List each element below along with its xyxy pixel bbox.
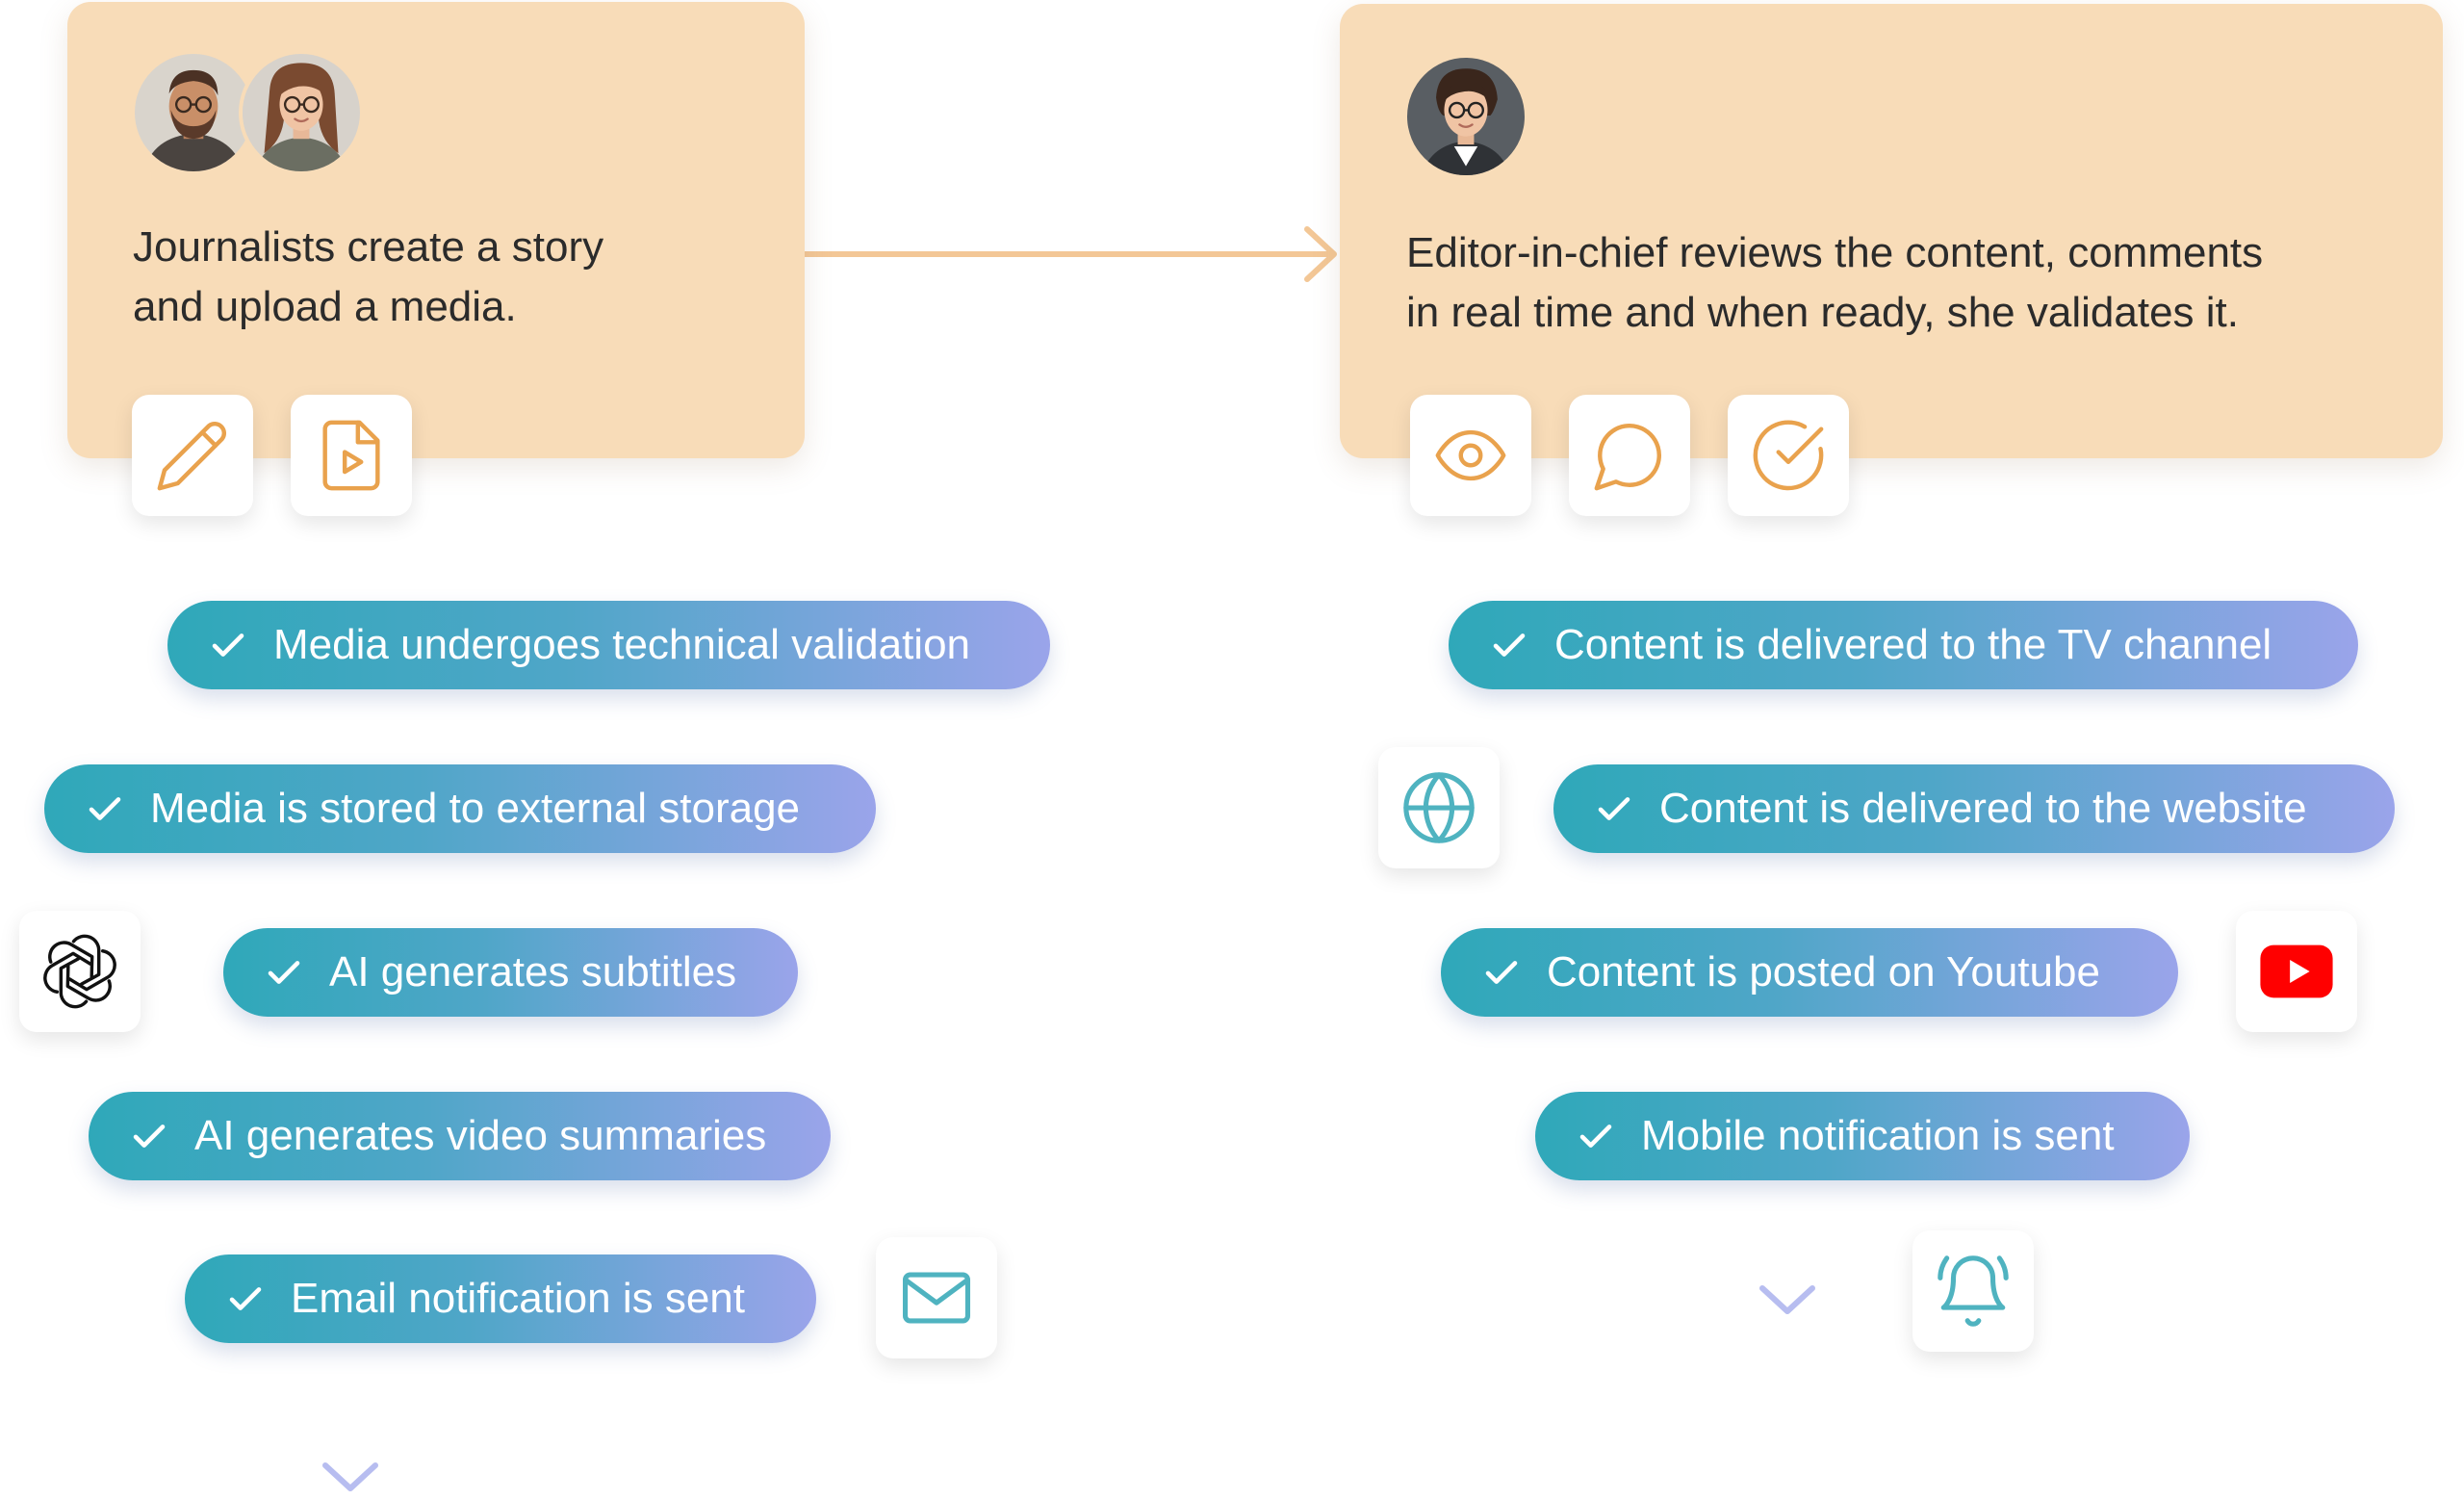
youtube-badge — [2236, 911, 2357, 1032]
step-label: Media is stored to external storage — [150, 785, 801, 832]
globe-icon — [1403, 772, 1475, 843]
check-icon — [1598, 797, 1630, 820]
man-with-glasses-avatar — [131, 50, 256, 175]
upload-media-button[interactable] — [291, 395, 412, 516]
youtube-logo-icon — [2260, 944, 2333, 998]
check-icon — [1485, 961, 1518, 984]
step-external-storage: Media is stored to external storage — [44, 764, 876, 853]
step-ai-video-summaries: AI generates video summaries — [89, 1092, 831, 1180]
email-badge — [876, 1237, 997, 1358]
step-technical-validation: Media undergoes technical validation — [167, 601, 1050, 689]
editor-avatar — [1403, 54, 1528, 179]
step-email-notification: Email notification is sent — [185, 1254, 816, 1343]
check-icon — [268, 961, 300, 984]
comment-button[interactable] — [1569, 395, 1690, 516]
step-ai-subtitles: AI generates subtitles — [223, 928, 798, 1017]
check-icon — [229, 1287, 262, 1310]
notification-badge — [1912, 1230, 2034, 1352]
openai-badge — [19, 911, 141, 1032]
step-label: Content is posted on Youtube — [1547, 948, 2100, 996]
check-icon — [1493, 634, 1526, 657]
review-button[interactable] — [1410, 395, 1531, 516]
check-circle-icon — [1753, 420, 1824, 491]
step-youtube: Content is posted on Youtube — [1441, 928, 2178, 1017]
pencil-icon — [157, 422, 226, 491]
step-label: AI generates subtitles — [329, 948, 737, 996]
journalists-description: Journalists create a story and upload a … — [133, 223, 604, 330]
check-icon — [212, 634, 244, 657]
mail-icon — [902, 1272, 971, 1324]
step-label: Content is delivered to the website — [1659, 785, 2307, 832]
check-icon — [89, 797, 121, 820]
step-website: Content is delivered to the website — [1553, 764, 2395, 853]
editor-description: Editor-in-chief reviews the content, com… — [1406, 229, 2264, 336]
eye-icon — [1435, 429, 1506, 481]
bell-icon — [1938, 1255, 2009, 1327]
validate-button[interactable] — [1728, 395, 1849, 516]
step-label: AI generates video summaries — [194, 1112, 767, 1159]
website-badge — [1378, 747, 1500, 868]
left-flow-arrowhead — [322, 1462, 378, 1491]
right-flow-arrowhead — [1759, 1285, 1815, 1314]
card-connector-arrowhead — [1304, 226, 1337, 282]
step-label: Media undergoes technical validation — [273, 621, 971, 668]
openai-logo-icon — [43, 934, 116, 1009]
video-file-icon — [322, 420, 380, 491]
step-tv-channel: Content is delivered to the TV channel — [1449, 601, 2358, 689]
editor-card — [1340, 4, 2443, 458]
step-label: Mobile notification is sent — [1641, 1112, 2115, 1159]
check-icon — [1579, 1125, 1612, 1148]
step-mobile-notification: Mobile notification is sent — [1535, 1092, 2190, 1180]
check-icon — [133, 1125, 166, 1148]
step-label: Email notification is sent — [291, 1275, 745, 1322]
step-label: Content is delivered to the TV channel — [1554, 621, 2272, 668]
write-story-button[interactable] — [132, 395, 253, 516]
comment-icon — [1594, 424, 1661, 491]
woman-with-glasses-avatar — [239, 50, 364, 175]
